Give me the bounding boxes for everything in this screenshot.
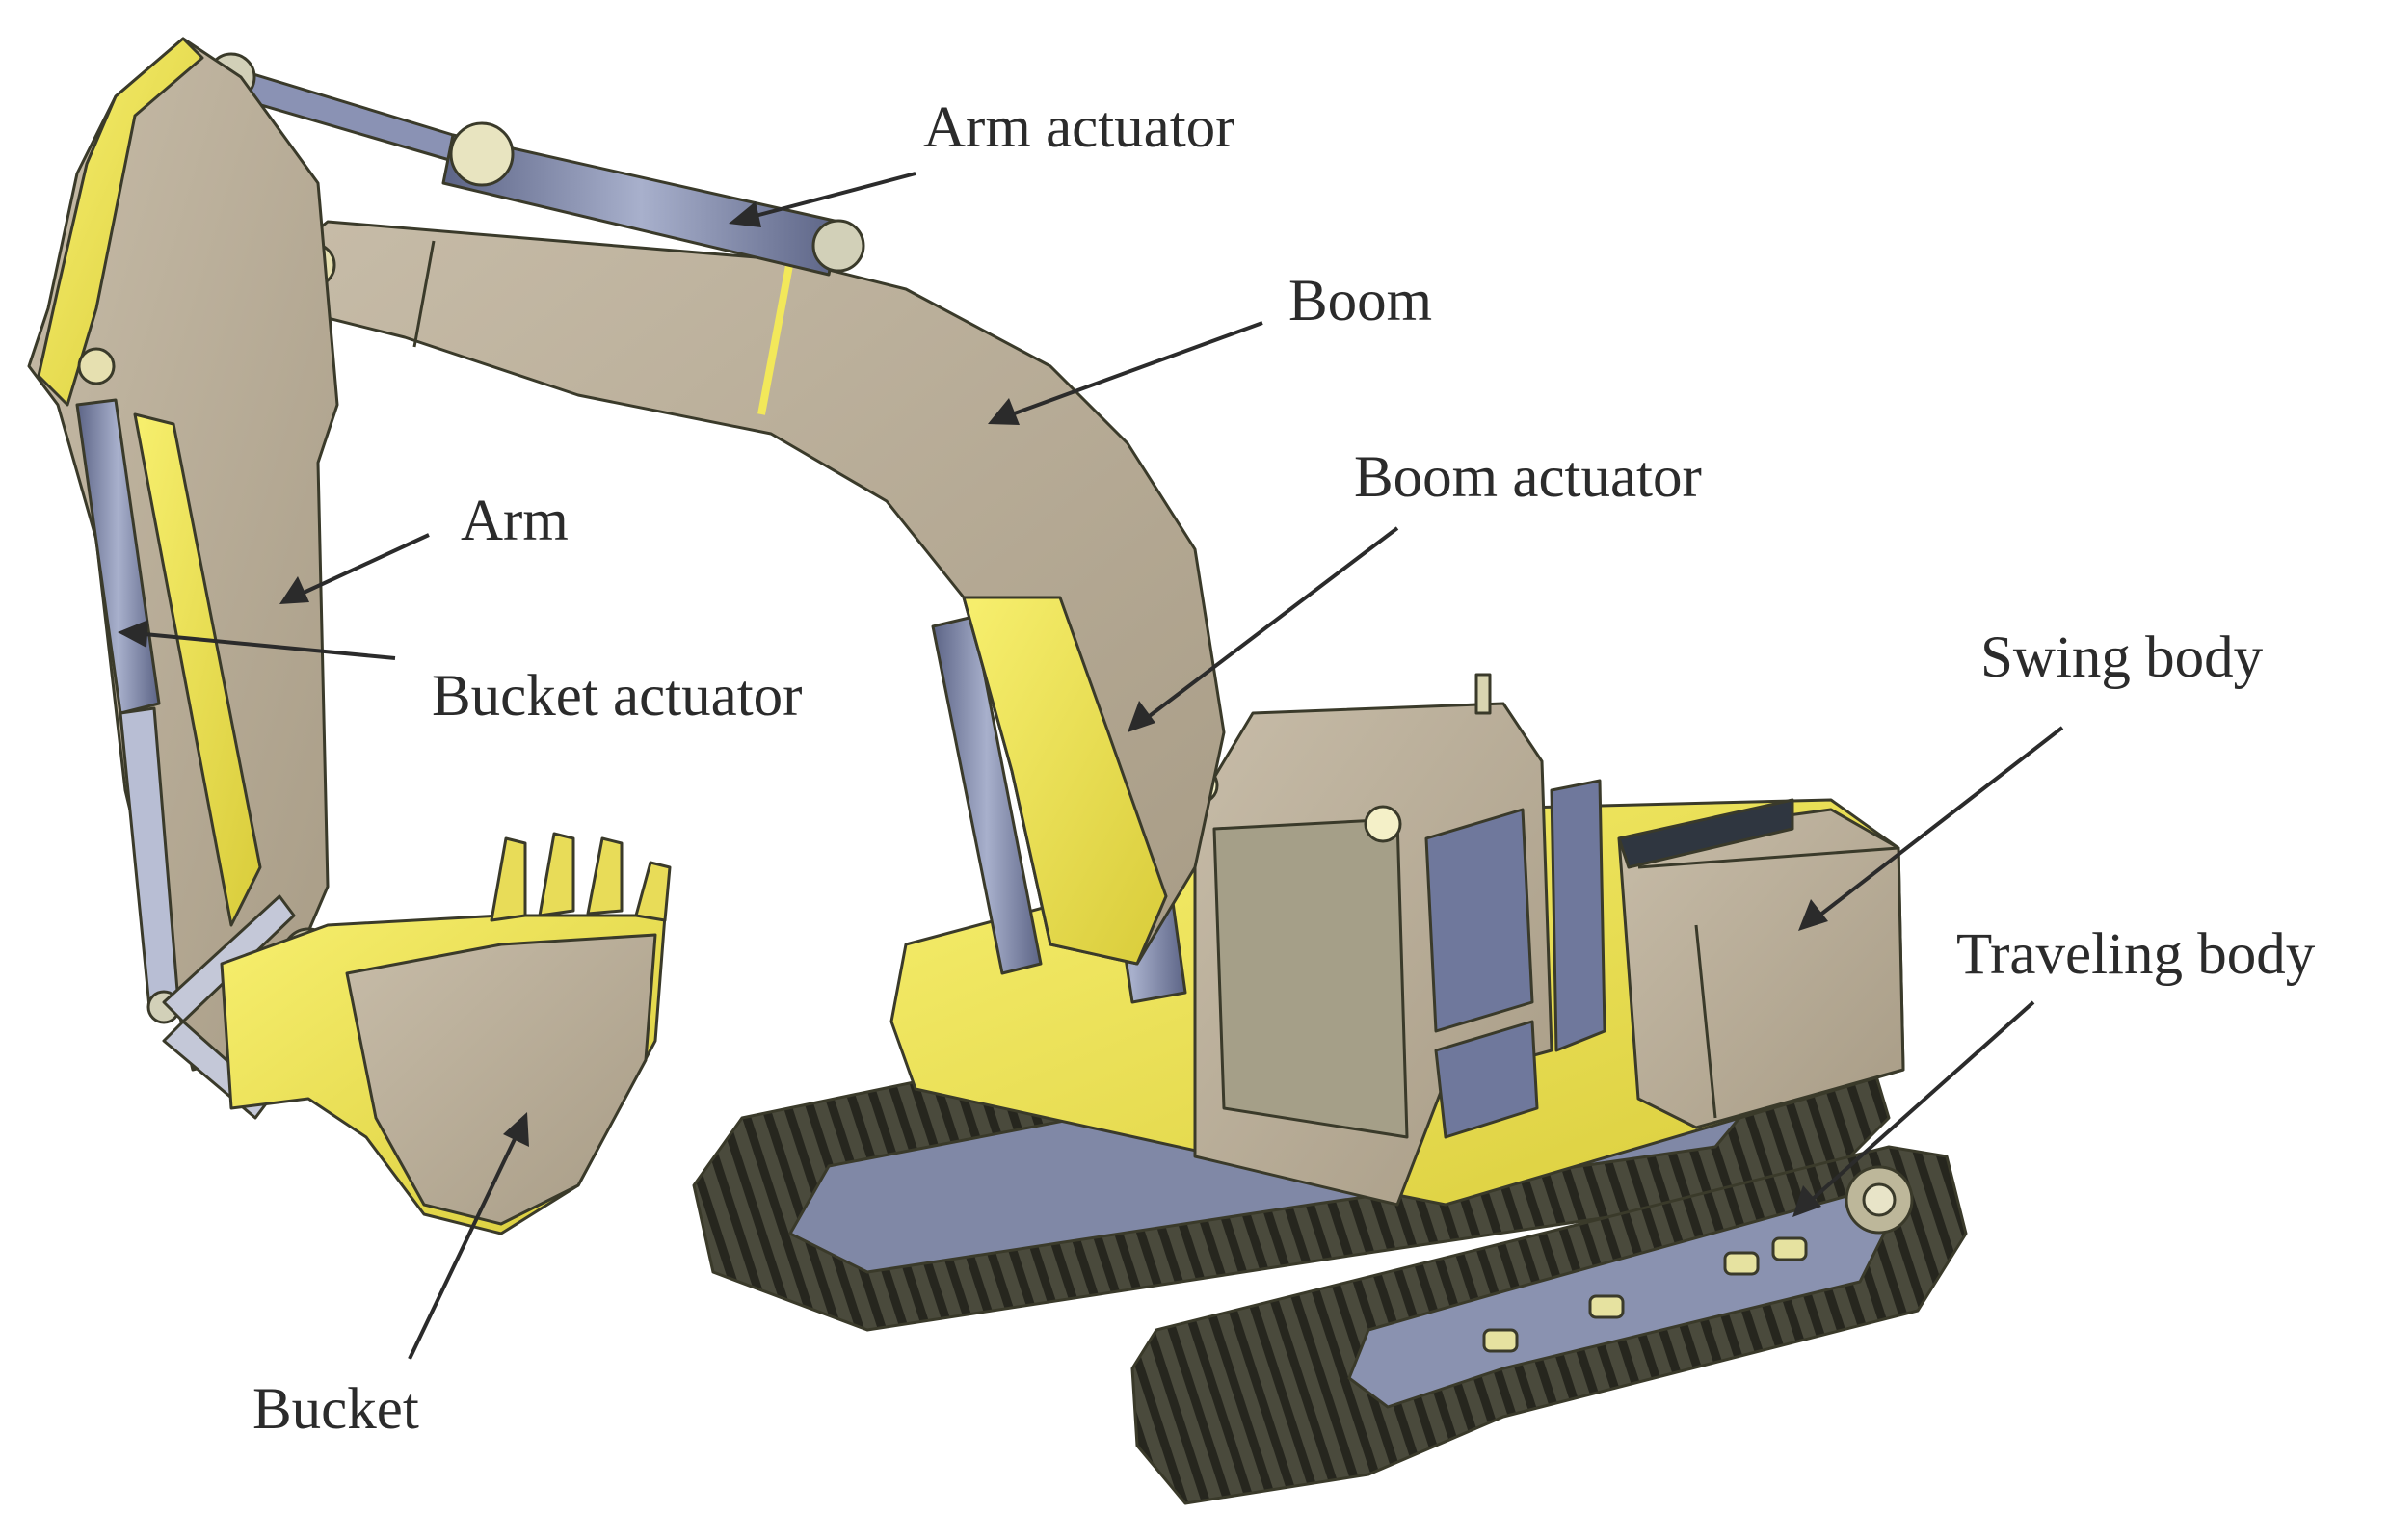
part-labels: Arm actuator Boom Boom actuator Arm Buck… [252, 95, 2316, 1442]
label-arm-actuator: Arm actuator [923, 95, 1235, 160]
operator-cab [1181, 673, 1606, 1207]
label-arm: Arm [461, 489, 569, 553]
leader-traveling-body [1792, 1000, 2035, 1217]
label-swing-body: Swing body [1980, 625, 2264, 690]
boom [273, 220, 1226, 966]
arm [27, 37, 339, 1072]
leader-lines [118, 172, 2064, 1360]
leader-swing-body [1798, 726, 2064, 931]
bucket [220, 832, 672, 1235]
label-bucket-actuator: Bucket actuator [432, 664, 802, 729]
leader-bucket [408, 1112, 529, 1360]
leader-boom [988, 321, 1263, 425]
excavator-illustration [27, 37, 1968, 1505]
label-boom: Boom [1288, 269, 1432, 333]
leader-arm-actuator [729, 172, 916, 227]
front-track [1130, 1145, 1968, 1505]
leader-bucket-actuator [118, 620, 396, 660]
label-boom-actuator: Boom actuator [1354, 445, 1702, 510]
label-traveling-body: Traveling body [1956, 922, 2316, 987]
leader-arm [279, 533, 430, 604]
leader-boom-actuator [1128, 526, 1399, 732]
arm-actuator-cylinder [206, 52, 865, 277]
label-bucket: Bucket [252, 1377, 419, 1442]
